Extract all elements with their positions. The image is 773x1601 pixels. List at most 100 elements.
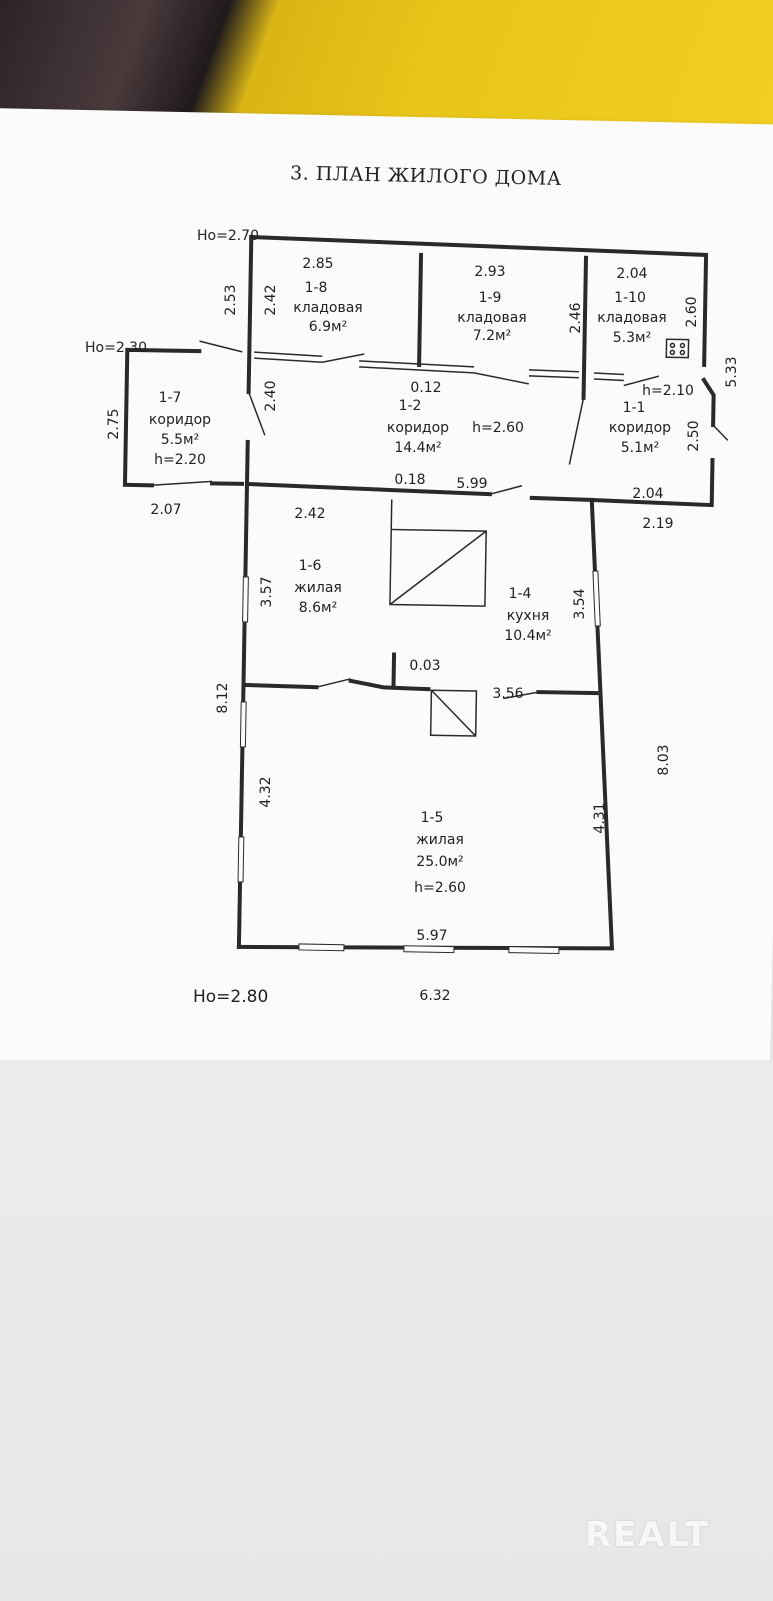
room-1-8-label: 1-8 кладовая 6.9м² — [293, 280, 362, 335]
dimension-label: 8.03 — [656, 744, 672, 775]
door-swing-kitchen — [489, 485, 523, 495]
partition-1-8 — [254, 351, 323, 364]
dimension-label: 2.04 — [616, 266, 647, 282]
room-1-10-label: 1-10 кладовая 5.3м² — [597, 290, 666, 346]
dimension-label: 2.40 — [263, 380, 279, 411]
chimney-block — [429, 689, 478, 737]
room-area: 6.9м² — [309, 319, 347, 335]
dimension-label: 2.07 — [150, 502, 181, 518]
room-id: 1-2 — [399, 398, 422, 414]
room-id: 1-10 — [614, 290, 646, 306]
partition-1-5-mid — [348, 678, 431, 692]
dimension-label: 2.46 — [568, 302, 584, 333]
door-swing-1-2-right — [568, 397, 585, 465]
room-area: 10.4м² — [504, 628, 551, 644]
dimension-label: 5.33 — [724, 356, 740, 387]
room-height: h=2.20 — [154, 452, 206, 468]
dimension-label: 2.04 — [632, 486, 663, 502]
middle-wall-right — [529, 495, 594, 503]
partition-1-9 — [359, 360, 475, 374]
window-left-1 — [242, 576, 249, 623]
dimension-label: 4.31 — [592, 802, 608, 833]
dimension-label: 5.99 — [456, 476, 487, 492]
window-bottom-1 — [298, 943, 345, 952]
right-wall-lower — [589, 458, 715, 508]
room-1-7-label: 1-7 коридор 5.5м² h=2.20 — [149, 390, 211, 468]
door-swing-1-5-right — [503, 691, 539, 700]
door-swings-top — [321, 353, 529, 385]
room-1-2-label: 1-2 коридор 14.4м² h=2.60 — [387, 398, 524, 456]
dimension-label: 3.54 — [572, 588, 588, 619]
dimension-label: 2.42 — [263, 284, 279, 315]
dimension-label: 2.19 — [642, 516, 673, 532]
wall-1-9-1-10 — [581, 255, 589, 400]
door-swing-1-1 — [623, 375, 660, 387]
room-height: h=2.60 — [414, 880, 466, 896]
dimension-label: 0.03 — [409, 658, 440, 674]
plan-drawing — [122, 234, 729, 954]
room-area: 25.0м² — [416, 854, 463, 870]
plan-title: 3. ПЛАН ЖИЛОГО ДОМА — [290, 162, 562, 190]
dimension-label: 2.60 — [684, 296, 700, 327]
room-area: 14.4м² — [394, 440, 441, 456]
door-swing-outer — [712, 424, 729, 441]
dimension-label: 4.32 — [258, 776, 274, 807]
room-1-9-label: 1-9 кладовая 7.2м² — [457, 290, 526, 344]
room-name: коридор — [149, 412, 211, 428]
room-height: h=2.60 — [472, 420, 524, 436]
room-id: 1-7 — [159, 390, 182, 406]
room-1-1-label: 1-1 коридор 5.1м² h=2.10 — [609, 383, 694, 456]
room-name: жилая — [416, 832, 464, 848]
room-id: 1-1 — [623, 400, 646, 416]
stove-block — [389, 528, 487, 607]
stove-icon — [665, 338, 690, 359]
room-name: коридор — [609, 420, 671, 436]
room-1-5-label: 1-5 жилая 25.0м² h=2.60 — [414, 810, 466, 896]
corridor-1-7-walls — [122, 347, 202, 488]
dimension-label: 2.50 — [686, 420, 702, 451]
top-wall — [249, 234, 709, 367]
dimension-label: 3.56 — [492, 686, 523, 702]
door-swing-1-2 — [247, 391, 266, 436]
dimension-label: 3.57 — [259, 576, 275, 607]
level-mark: Ho=2.30 — [85, 340, 147, 356]
stove-burner-icon — [669, 349, 676, 356]
room-id: 1-8 — [305, 280, 328, 296]
stove-burner-icon — [669, 342, 676, 349]
left-storage-wall — [246, 234, 254, 395]
window-bottom-2 — [403, 945, 455, 954]
window-left-3 — [237, 836, 245, 883]
room-area: 5.3м² — [613, 330, 651, 346]
dimension-label: 8.12 — [215, 682, 231, 713]
stove-burner-icon — [679, 349, 686, 356]
partition-stub — [391, 652, 397, 690]
door-swing-1-5 — [316, 678, 351, 688]
room-name: кладовая — [457, 310, 526, 326]
partition-1-10 — [593, 372, 625, 382]
room-id: 1-4 — [509, 586, 532, 602]
door-swing-1-7-bottom — [151, 480, 213, 487]
right-bottom-walls — [236, 497, 615, 951]
door-swing-1-7-top — [199, 340, 243, 353]
right-wall-upper — [701, 377, 716, 428]
partition-1-9b — [528, 369, 580, 379]
room-name: кухня — [507, 608, 550, 624]
room-id: 1-6 — [299, 558, 322, 574]
level-mark: Ho=2.80 — [193, 987, 268, 1007]
stove-side-line — [390, 499, 393, 530]
window-left-2 — [239, 701, 247, 748]
room-name: жилая — [294, 580, 342, 596]
wall-1-8-1-9 — [417, 252, 424, 367]
chimney-diagonal — [430, 689, 477, 737]
dimension-label: 2.53 — [223, 284, 239, 315]
window-bottom-3 — [508, 946, 560, 954]
lower-paper — [0, 1060, 773, 1601]
room-height: h=2.10 — [642, 383, 694, 399]
room-area: 5.5м² — [161, 432, 199, 448]
dimension-label: 5.97 — [416, 928, 447, 944]
room-1-6-label: 1-6 жилая 8.6м² — [294, 558, 342, 616]
middle-wall-left — [244, 481, 492, 497]
dimension-label: 0.18 — [394, 472, 425, 488]
